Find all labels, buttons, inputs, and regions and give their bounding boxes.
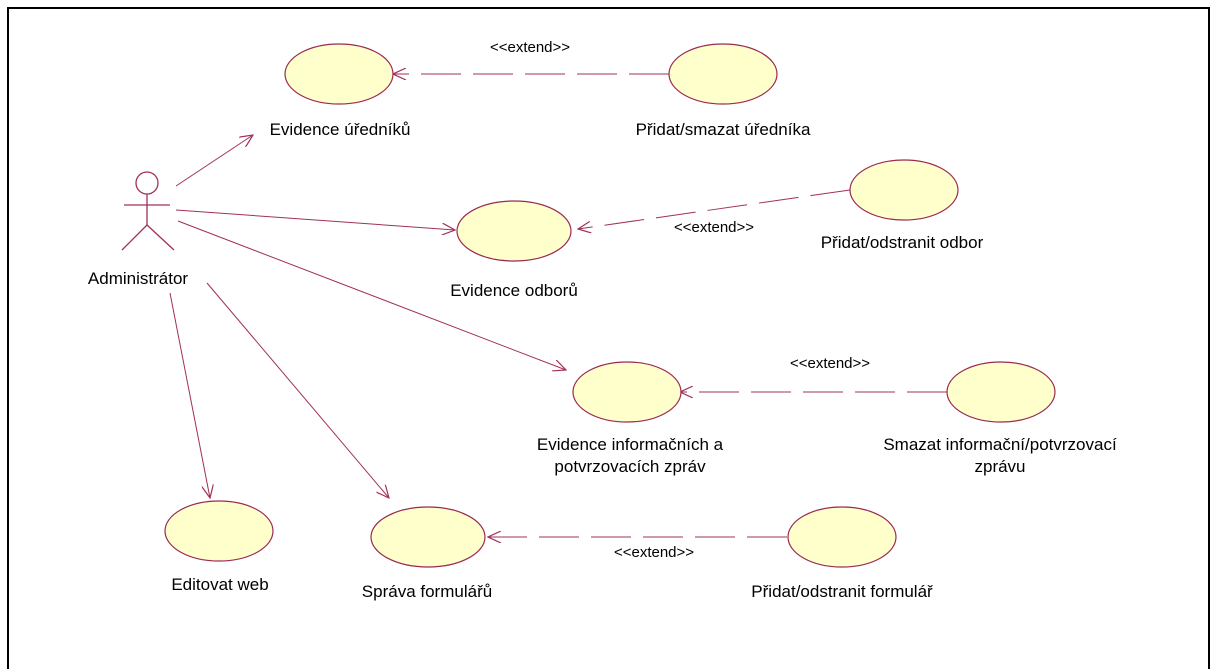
extend-label-zprav: <<extend>> [789, 355, 871, 372]
usecase-evidence-urednik-label: Evidence úředníků [269, 120, 411, 139]
actor-head [135, 171, 159, 195]
usecase-pridat-odbor-label: Přidat/odstranit odbor [820, 233, 984, 252]
extend-label-urednik: <<extend>> [489, 39, 571, 56]
assoc-evidence-zprav [177, 220, 566, 370]
assoc-editovat-web [169, 292, 210, 498]
extend-label-odbor: <<extend>> [673, 219, 755, 236]
usecase-pridat-formular[interactable] [787, 506, 897, 568]
assoc-evidence-urednik [175, 135, 253, 187]
usecase-evidence-zprav-label-line2: potvrzovacích zpráv [554, 457, 706, 476]
usecase-sprava-formularu-label: Správa formulářů [361, 582, 493, 601]
assoc-evidence-odbor [175, 209, 455, 230]
usecase-evidence-odbor[interactable] [456, 200, 572, 262]
usecase-pridat-formular-label: Přidat/odstranit formulář [751, 582, 933, 601]
actor-left-leg [121, 224, 148, 251]
usecase-smazat-zpravu-label-line2: zprávu [974, 457, 1026, 476]
usecase-smazat-zpravu[interactable] [946, 361, 1056, 423]
usecase-evidence-odbor-label: Evidence odborů [450, 281, 578, 300]
usecase-sprava-formularu[interactable] [370, 506, 486, 568]
extend-label-formular: <<extend>> [613, 544, 695, 561]
actor-administrator[interactable] [121, 171, 175, 251]
usecase-pridat-odbor[interactable] [849, 159, 959, 221]
extend-pridat-odbor [578, 189, 851, 229]
usecase-evidence-urednik[interactable] [284, 43, 394, 105]
assoc-sprava-formularu [206, 282, 389, 498]
diagram-frame [7, 7, 1210, 669]
usecase-evidence-zprav[interactable] [572, 361, 682, 423]
usecase-editovat-web-label: Editovat web [171, 575, 269, 594]
actor-right-leg [146, 224, 175, 251]
usecase-evidence-zprav-label-line1: Evidence informačních a [536, 435, 724, 454]
usecase-editovat-web[interactable] [164, 500, 274, 562]
usecase-smazat-zpravu-label-line1: Smazat informační/potvrzovací [883, 435, 1117, 454]
usecase-pridat-urednika-label: Přidat/smazat úředníka [635, 120, 811, 139]
usecase-pridat-urednika[interactable] [668, 43, 778, 105]
